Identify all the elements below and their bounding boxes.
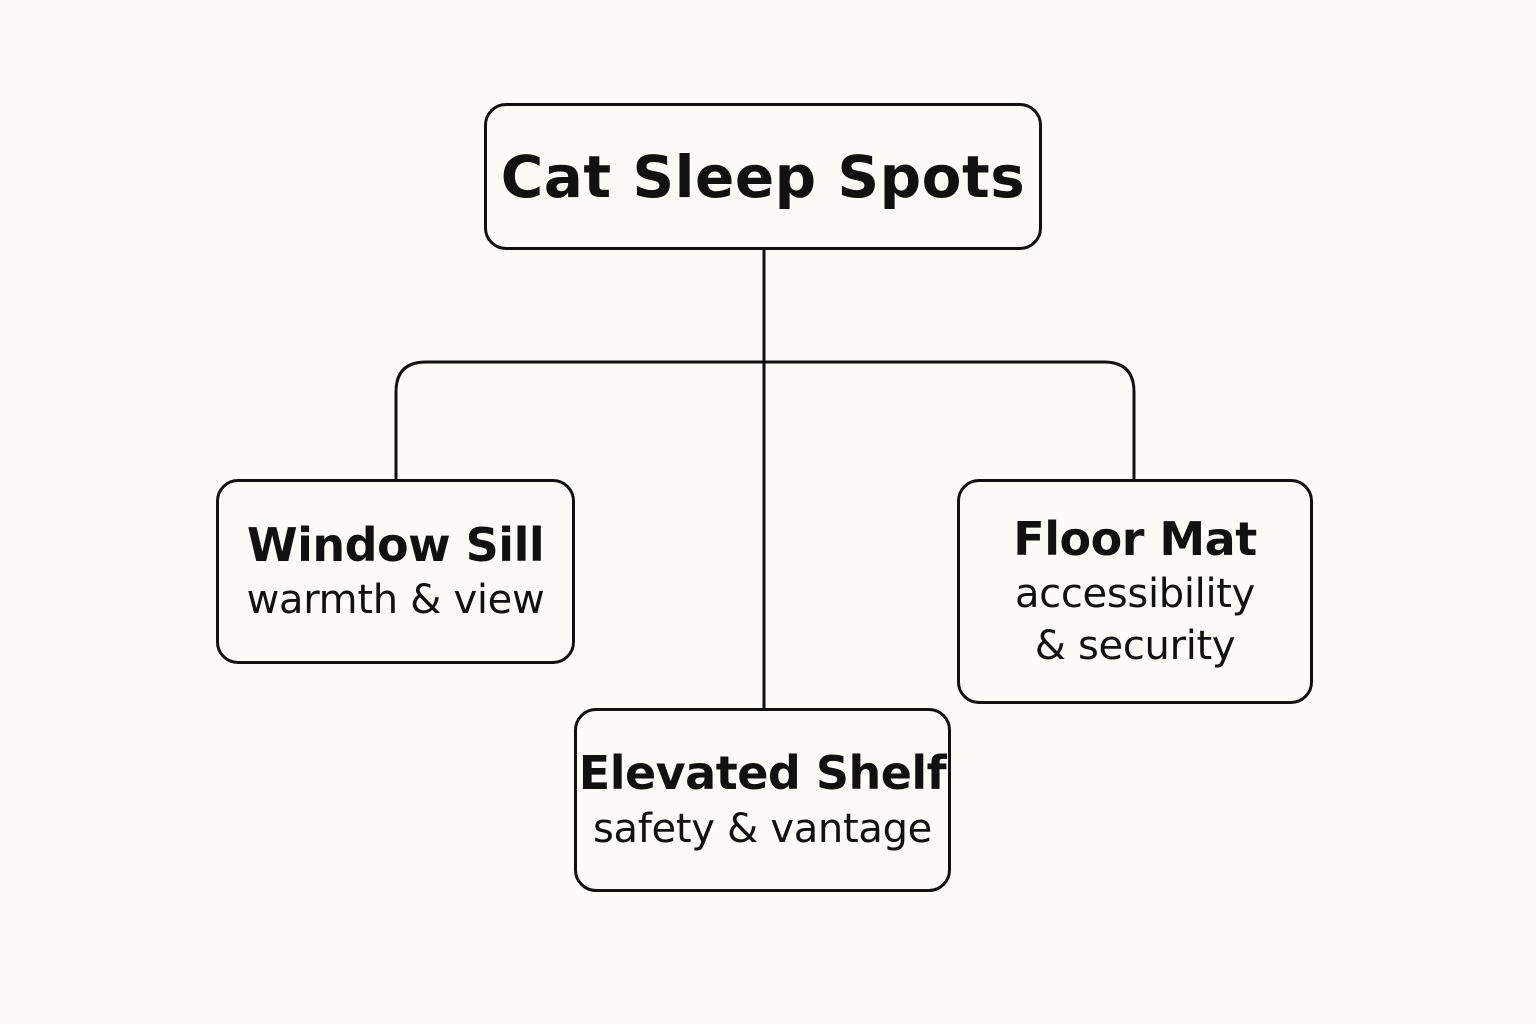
- node-elevated-shelf: Elevated Shelf safety & vantage: [574, 708, 951, 892]
- node-description-line-2: & security: [1034, 623, 1236, 670]
- node-description: safety & vantage: [593, 805, 932, 852]
- node-label: Elevated Shelf: [578, 746, 947, 801]
- root-node: Cat Sleep Spots: [484, 103, 1042, 250]
- node-floor-mat: Floor Mat accessibility & security: [957, 479, 1313, 704]
- node-description-line-1: accessibility: [1014, 571, 1256, 618]
- node-window-sill: Window Sill warmth & view: [216, 479, 575, 664]
- root-title: Cat Sleep Spots: [500, 142, 1026, 211]
- node-description: warmth & view: [246, 577, 545, 624]
- node-label: Window Sill: [246, 517, 545, 572]
- node-label: Floor Mat: [1013, 511, 1257, 566]
